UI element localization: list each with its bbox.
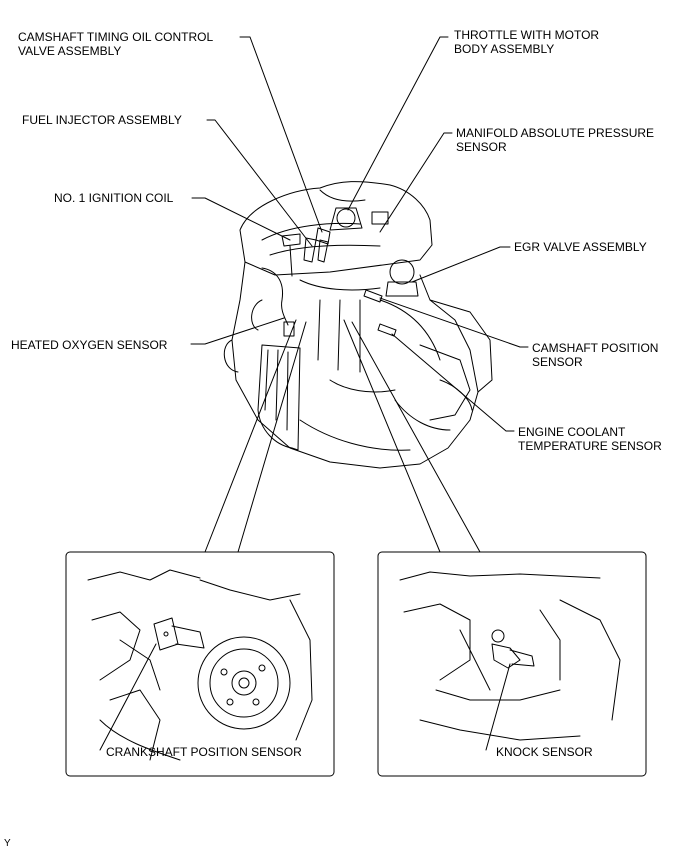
label-camshaft-timing-oil-control-valve: CAMSHAFT TIMING OIL CONTROL VALVE ASSEMB… [18, 30, 214, 58]
label-fuel-injector: FUEL INJECTOR ASSEMBLY [22, 113, 182, 127]
label-camshaft-position-sensor: CAMSHAFT POSITION SENSOR [532, 341, 659, 369]
crankshaft-detail-inset [65, 319, 335, 777]
leader-lines [190, 36, 529, 432]
label-throttle-with-motor-body: THROTTLE WITH MOTOR BODY ASSEMBLY [454, 28, 600, 56]
engine-assembly-drawing [223, 181, 493, 469]
knock-detail-inset [343, 319, 647, 777]
figure-code: Y [4, 838, 11, 849]
label-crankshaft-position-sensor: CRANKSHAFT POSITION SENSOR [106, 745, 302, 759]
label-manifold-absolute-pressure-sensor: MANIFOLD ABSOLUTE PRESSURE SENSOR [456, 126, 655, 154]
label-knock-sensor: KNOCK SENSOR [496, 745, 593, 759]
label-no1-ignition-coil: NO. 1 IGNITION COIL [54, 191, 174, 205]
label-heated-oxygen-sensor: HEATED OXYGEN SENSOR [11, 338, 168, 352]
label-egr-valve: EGR VALVE ASSEMBLY [514, 240, 647, 254]
label-engine-coolant-temperature-sensor: ENGINE COOLANT TEMPERATURE SENSOR [518, 425, 662, 453]
